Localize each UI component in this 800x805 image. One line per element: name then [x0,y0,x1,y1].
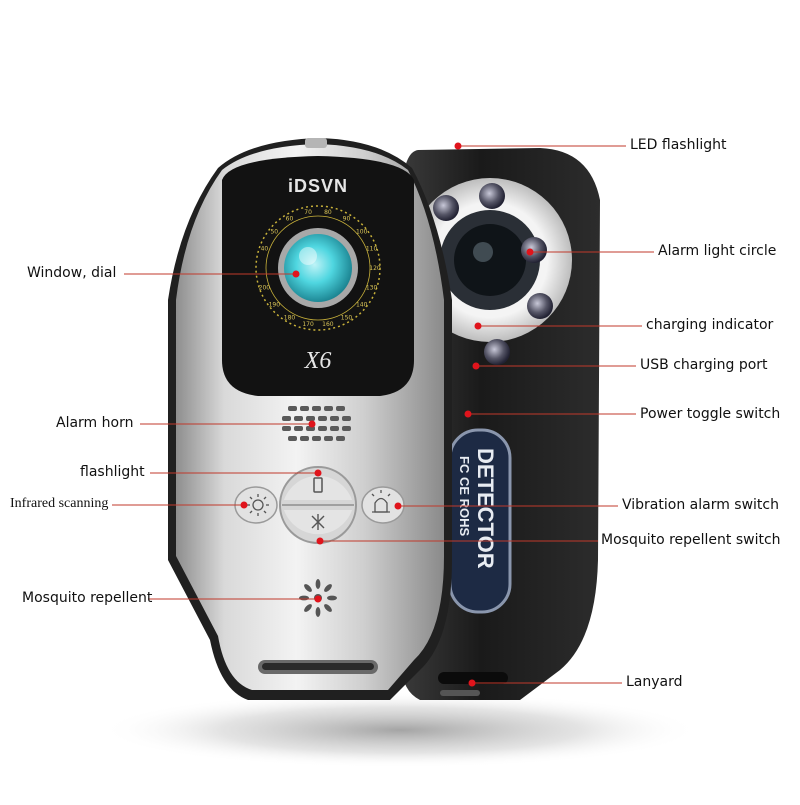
model-number: X6 [304,348,332,374]
dial-number: 40 [261,246,269,253]
dial-number: 170 [302,321,314,328]
label-vibration-alarm-switch: Vibration alarm switch [622,497,779,513]
alarm-horn-grille [282,406,351,441]
mosquito-icon [311,514,325,530]
led-flashlight-nub [305,138,327,148]
dial-number: 100 [356,228,368,235]
dial-number: 60 [286,216,294,223]
detector-badge: DETECTOR FC CE ROHS [448,428,512,614]
dial-number: 110 [366,246,378,253]
label-flashlight: flashlight [80,464,145,480]
marker-dots [240,142,534,687]
label-charging-indicator: charging indicator [646,317,774,333]
cert-marks: FC CE ROHS [457,456,472,537]
alarm-leds [433,183,553,365]
label-mosquito-repellent: Mosquito repellent [22,590,153,606]
label-alarm-horn: Alarm horn [56,415,134,431]
dial-number: 160 [322,321,334,328]
label-power-toggle-switch: Power toggle switch [640,406,781,422]
dial-number: 140 [356,302,368,309]
detector-text: DETECTOR [473,448,498,569]
dial-number: 190 [269,302,281,309]
vibration-alarm-button[interactable] [361,486,405,524]
dial-number: 200 [259,285,271,292]
dial-number: 90 [343,216,351,223]
label-infrared-scanning: Infrared scanning [10,496,109,511]
dial-number: 150 [341,314,353,321]
dial-number: 70 [304,209,312,216]
lanyard-slot[interactable] [438,672,508,684]
dial-number: 80 [324,209,332,216]
label-usb-charging-port: USB charging port [640,357,768,373]
mosquito-repellent-switch[interactable] [284,510,352,535]
label-led-flashlight: LED flashlight [630,137,727,153]
label-alarm-light-circle: Alarm light circle [658,243,777,259]
sun-icon [247,494,269,516]
alarm-beacon-icon [371,490,391,513]
dial-number: 120 [369,265,381,272]
dial-number: 130 [366,285,378,292]
brand-logo: iDSVN [288,176,348,196]
dial-number: 180 [284,314,296,321]
label-window-dial: Window, dial [27,265,117,281]
leader-lines [112,145,654,684]
floor-shadow [100,692,700,768]
label-mosquito-repellent-switch: Mosquito repellent switch [601,532,781,548]
dial-number: 50 [270,228,278,235]
label-lanyard: Lanyard [626,674,683,690]
